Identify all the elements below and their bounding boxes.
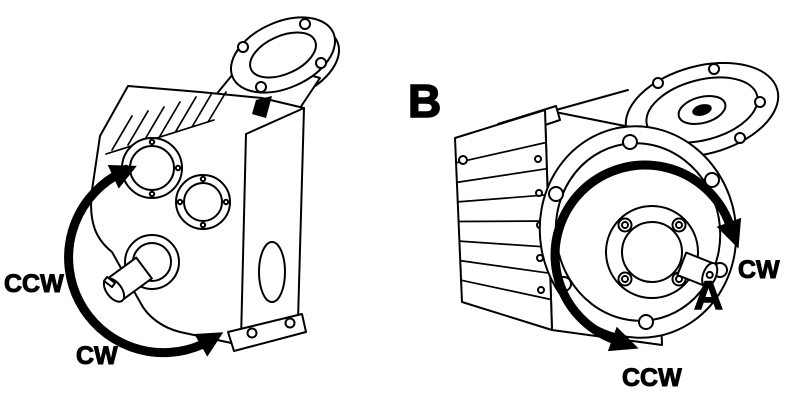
- left-cw-arrowhead-icon: [194, 332, 224, 357]
- left-bearing-bore-2: [175, 174, 231, 230]
- left-gear-unit: [90, 16, 341, 352]
- right-cw-arrowhead-icon: [716, 217, 742, 249]
- right-cooling-ribs: [455, 141, 552, 301]
- left-rotation-arc: [64, 172, 205, 358]
- rotation-arrows: [64, 160, 742, 358]
- right-ribbed-panel: [454, 109, 553, 331]
- right-ccw-arrowhead-icon: [607, 326, 639, 352]
- right-gear-unit: [454, 61, 780, 346]
- left-unit-ccw-label: CCW: [4, 270, 65, 298]
- right-unit-cw-label: CW: [738, 256, 781, 284]
- left-shaft-keyway: [103, 276, 116, 288]
- left-housing-opening: [252, 96, 272, 118]
- left-ccw-arrowhead-icon: [107, 165, 137, 189]
- right-shaft-hub: [605, 205, 699, 299]
- right-unit-side-a-label: A: [693, 274, 723, 318]
- right-output-shaft: [676, 251, 719, 288]
- left-housing-edge: [240, 107, 305, 341]
- left-unit-cw-label: CW: [76, 342, 119, 370]
- left-output-shaft: [102, 234, 180, 303]
- right-unit-side-b-label: B: [407, 75, 442, 127]
- left-side-cover-slot: [258, 241, 286, 303]
- left-bearing-bore-1: [121, 137, 183, 199]
- right-unit-ccw-label: CCW: [622, 364, 683, 392]
- right-housing-top-edge: [555, 89, 629, 111]
- left-mounting-foot: [227, 313, 307, 352]
- left-output-flange: [229, 16, 337, 94]
- left-cooling-ribs: [105, 91, 227, 155]
- right-housing-plug: [458, 155, 468, 165]
- right-rotation-arc: [550, 160, 734, 344]
